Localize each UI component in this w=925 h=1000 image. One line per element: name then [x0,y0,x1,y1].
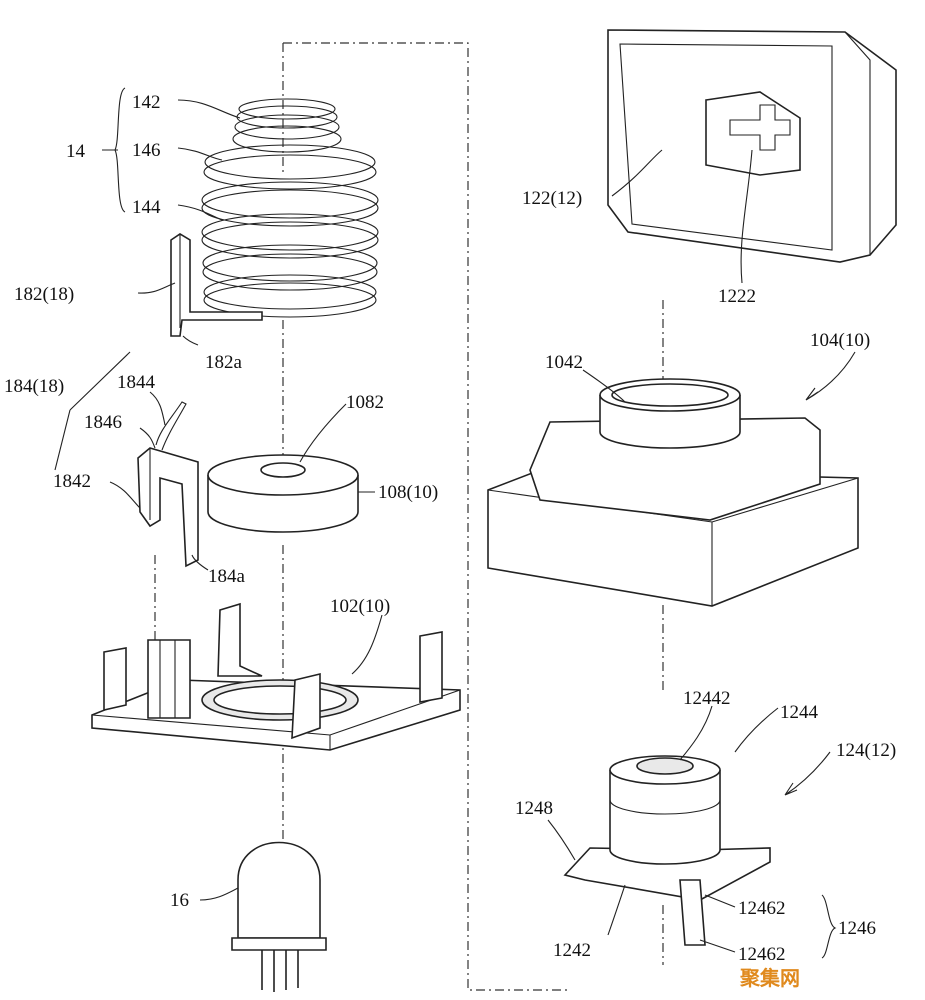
label-142: 142 [132,92,161,113]
label-1842: 1842 [53,471,91,492]
leader-lines [54,87,856,959]
label-108-10: 108(10) [378,482,438,503]
label-12462-lower: 12462 [738,944,786,965]
label-1082: 1082 [346,392,384,413]
label-1246: 1246 [838,918,876,939]
label-146: 146 [132,140,161,161]
keycap-122 [607,29,897,263]
key-shaft-124 [563,755,771,946]
label-12442: 12442 [683,688,731,709]
conductive-piece-184 [137,401,199,568]
label-14: 14 [66,141,86,162]
light-guide-ring-108 [207,454,359,533]
label-182a: 182a [205,352,243,373]
conductive-piece-182 [170,233,263,337]
label-1242: 1242 [553,940,591,961]
label-1248: 1248 [515,798,553,819]
label-1222: 1222 [718,286,756,307]
led-16 [231,841,327,992]
housing-104 [487,378,859,607]
label-1846: 1846 [84,412,122,433]
label-1244: 1244 [780,702,819,723]
label-12462-upper: 12462 [738,898,786,919]
label-124-12: 124(12) [836,740,896,761]
watermark-logo: 聚集网 [739,966,800,990]
spring-14 [201,98,379,318]
label-182-18: 182(18) [14,284,74,305]
label-16: 16 [170,890,189,911]
label-102-10: 102(10) [330,596,390,617]
reference-labels: 142 14 146 144 182(18) 182a 184(18) 1844… [4,92,896,965]
label-184-18: 184(18) [4,376,64,397]
label-1844: 1844 [117,372,156,393]
label-184a: 184a [208,566,246,587]
label-1042: 1042 [545,352,583,373]
label-122-12: 122(12) [522,188,582,209]
label-144: 144 [132,197,161,218]
base-102 [91,602,461,751]
label-104-10: 104(10) [810,330,870,351]
